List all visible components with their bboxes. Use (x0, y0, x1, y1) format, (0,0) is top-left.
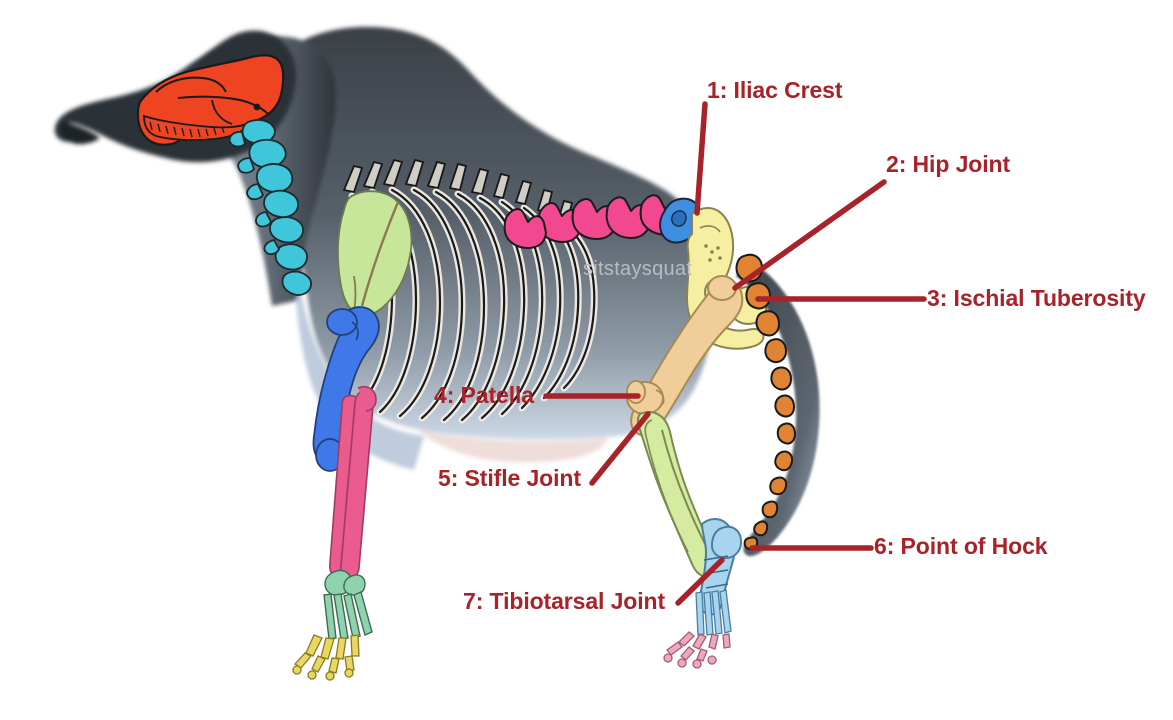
bone-lumbar-vertebrae (503, 194, 685, 249)
bone-hind-phalanges (663, 631, 731, 669)
callout-label-ischial-tuberosity[interactable]: 3: Ischial Tuberosity (927, 285, 1146, 311)
callout-label-tibiotarsal-joint[interactable]: 7: Tibiotarsal Joint (463, 588, 666, 614)
callout-label-stifle-joint[interactable]: 5: Stifle Joint (438, 465, 581, 491)
bone-radius-ulna (329, 385, 377, 580)
bone-femur (626, 275, 744, 437)
callout-label-patella[interactable]: 4: Patella (434, 382, 534, 408)
bone-front-phalanges (292, 634, 360, 681)
dog-tail (736, 258, 820, 557)
callout-label-point-of-hock[interactable]: 6: Point of Hock (874, 533, 1048, 559)
bone-humerus (312, 306, 380, 472)
callout-label-iliac-crest[interactable]: 1: Iliac Crest (707, 77, 843, 103)
callout-label-hip-joint[interactable]: 2: Hip Joint (886, 151, 1011, 177)
bone-front-metacarpals (323, 569, 373, 640)
bone-cervical-vertebrae (228, 119, 312, 296)
bone-scapula (337, 190, 413, 317)
bone-patella (626, 380, 646, 404)
